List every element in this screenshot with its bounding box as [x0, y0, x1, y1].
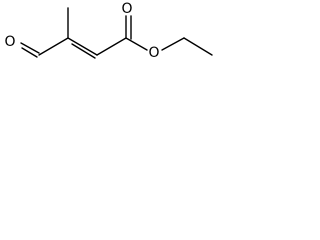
bond-c2-c3-1	[67, 37, 98, 56]
chemical-structure-diagram: O O O	[4, 1, 213, 61]
bond-c2-c3-2	[71, 43, 96, 59]
bond-c4-oether	[125, 37, 148, 51]
bond-aldehyde-co-1	[20, 42, 40, 54]
bond-ch2-ch3	[183, 37, 213, 56]
atom-label-aldehyde-oxygen: O	[4, 34, 15, 50]
bond-c1-c2	[38, 37, 69, 56]
bond-aldehyde-co-2	[21, 47, 38, 58]
atom-label-ester-ether-oxygen: O	[148, 45, 159, 61]
atom-label-ester-carbonyl-oxygen: O	[121, 1, 132, 17]
bond-c3-c4	[96, 37, 127, 56]
bond-oether-ch2	[161, 37, 185, 51]
